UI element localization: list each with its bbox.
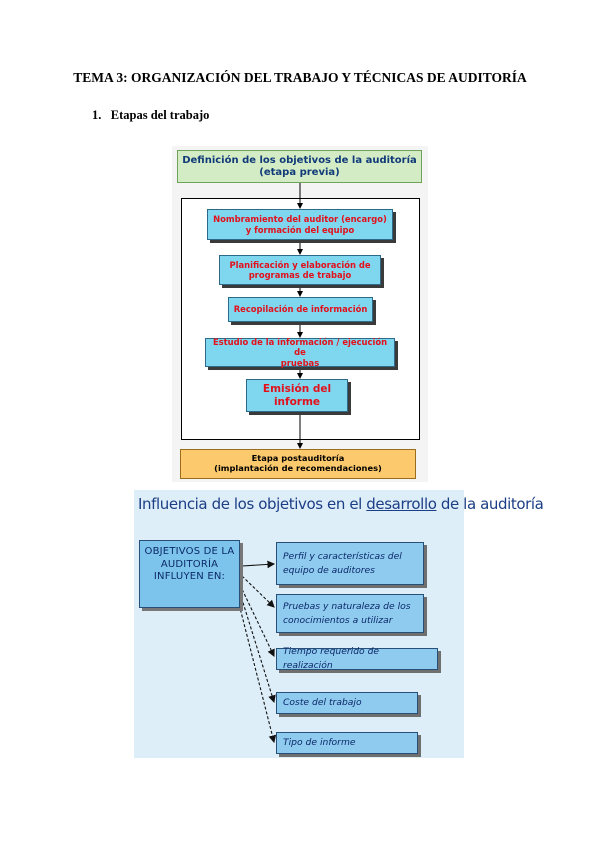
stage-box: Emisión del informe bbox=[246, 379, 348, 412]
pre-stage-box: Definición de los objetivos de la audito… bbox=[177, 150, 422, 183]
stage-label: Estudio de la información / ejecución de… bbox=[212, 337, 388, 368]
influence-diagram-title: Influencia de los objetivos en el desarr… bbox=[138, 495, 544, 513]
objectives-box: OBJETIVOS DE LA AUDITORÍA INFLUYEN EN: bbox=[139, 540, 240, 608]
stage-box: Estudio de la información / ejecución de… bbox=[205, 337, 395, 368]
stage-box: Recopilación de información bbox=[228, 297, 373, 322]
section-heading: 1. Etapas del trabajo bbox=[92, 108, 210, 122]
influence-title-underlined: desarrollo bbox=[366, 495, 437, 513]
influence-arrow bbox=[239, 584, 275, 657]
stage-box: Nombramiento del auditor (encargo) y for… bbox=[207, 209, 393, 240]
influence-target-label: Perfil y características del equipo de a… bbox=[283, 550, 402, 576]
influence-arrow bbox=[241, 575, 275, 608]
influence-arrow bbox=[237, 599, 277, 744]
influence-target-label: Tiempo requerido de realización bbox=[283, 646, 380, 671]
stage-label: Recopilación de información bbox=[233, 304, 368, 315]
influence-target-label: Pruebas y naturaleza de los conocimiento… bbox=[283, 600, 411, 626]
influence-target-label: Coste del trabajo bbox=[283, 697, 362, 709]
stage-label: Emisión del informe bbox=[262, 382, 332, 408]
influence-target-label: Tipo de informe bbox=[283, 737, 356, 749]
document-title: TEMA 3: ORGANIZACIÓN DEL TRABAJO Y TÉCNI… bbox=[73, 70, 527, 85]
influence-arrow bbox=[239, 592, 276, 704]
stage-label: Planificación y elaboración de programas… bbox=[229, 259, 371, 280]
influence-arrow bbox=[241, 560, 276, 569]
post-stage-label: Etapa postauditoría (implantación de rec… bbox=[214, 453, 382, 473]
influence-target-box: Tiempo requerido de realización bbox=[276, 646, 438, 671]
influence-target-box: Perfil y características del equipo de a… bbox=[276, 542, 424, 585]
influence-title-part: Influencia de los objetivos en el bbox=[138, 495, 367, 513]
objectives-label: OBJETIVOS DE LA AUDITORÍA INFLUYEN EN: bbox=[144, 546, 235, 582]
stage-label: Nombramiento del auditor (encargo) y for… bbox=[213, 214, 387, 235]
post-stage-box: Etapa postauditoría (implantación de rec… bbox=[180, 449, 416, 479]
influence-target-box: Tipo de informe bbox=[276, 732, 418, 754]
influence-target-box: Pruebas y naturaleza de los conocimiento… bbox=[276, 594, 424, 633]
pre-stage-label: Definición de los objetivos de la audito… bbox=[182, 154, 417, 178]
stage-box: Planificación y elaboración de programas… bbox=[219, 255, 381, 285]
influence-title-part: de la auditoría bbox=[436, 495, 544, 513]
influence-target-box: Coste del trabajo bbox=[276, 692, 418, 714]
